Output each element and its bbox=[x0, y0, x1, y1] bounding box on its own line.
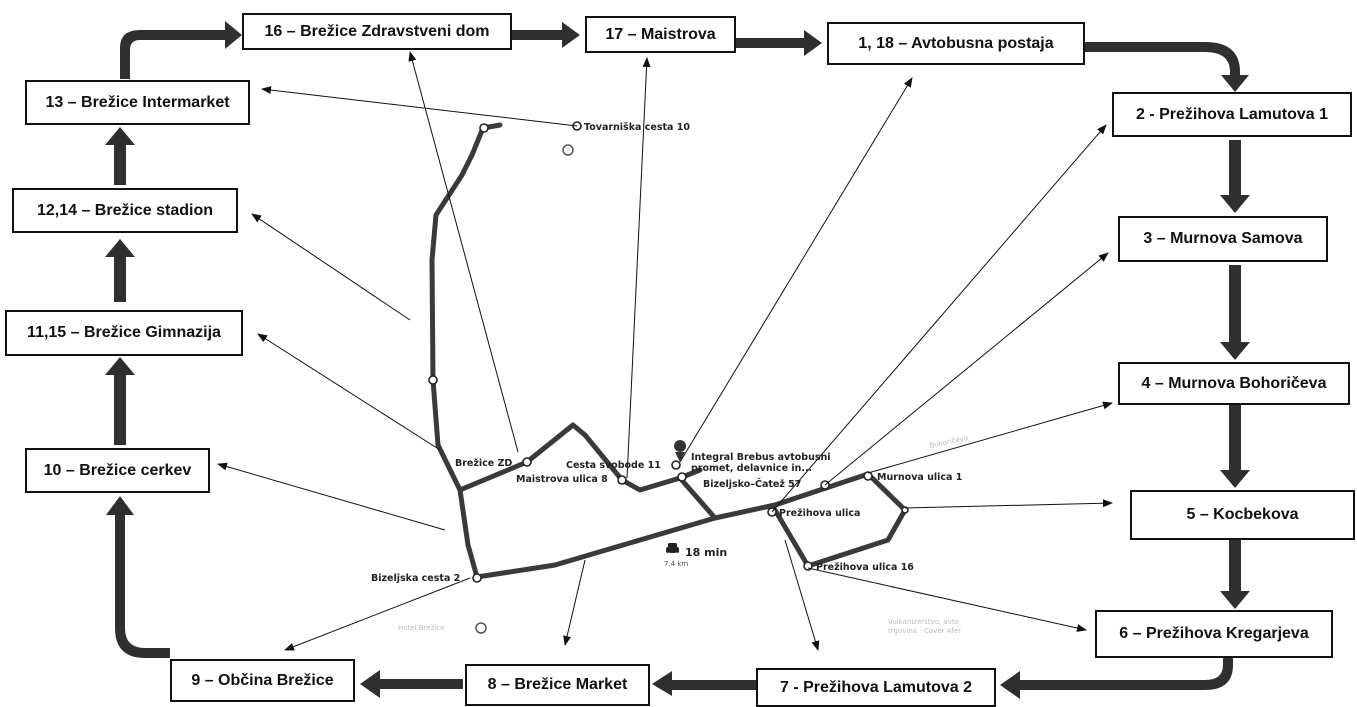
bus-route-line bbox=[429, 122, 908, 580]
stop-box-16: 16 – Brežice Zdravstveni dom bbox=[242, 13, 512, 50]
stop-box-5: 5 – Kocbekova bbox=[1130, 490, 1355, 540]
pointer-5 bbox=[904, 499, 1113, 509]
stop-box-2: 2 - Prežihova Lamutova 1 bbox=[1112, 92, 1352, 137]
flow-arrows bbox=[105, 21, 1250, 699]
label-faint-tehnika-1: Vulkanizerstvo, avto bbox=[888, 618, 959, 626]
stop-marker-turn bbox=[901, 506, 909, 514]
label-prezihova-ulica-16: Prežihova ulica 16 bbox=[816, 562, 914, 573]
label-tovarniska: Tovarniška cesta 10 bbox=[584, 122, 690, 133]
flow-arrow-10-11 bbox=[105, 357, 135, 445]
label-faint-tehnika-2: trgovina - Cover Afer bbox=[888, 627, 961, 635]
flow-arrow-2-3 bbox=[1220, 140, 1250, 213]
stop-marker-start bbox=[479, 123, 489, 133]
flow-arrow-17-1 bbox=[736, 30, 822, 56]
pointer-12 bbox=[251, 213, 411, 321]
stop-box-17: 17 – Maistrova bbox=[585, 16, 736, 53]
pointer-8 bbox=[563, 559, 586, 646]
stop-box-13: 13 – Brežice Intermarket bbox=[25, 80, 250, 125]
flow-arrow-11-12 bbox=[105, 239, 135, 302]
stop-box-11-15: 11,15 – Brežice Gimnazija bbox=[5, 310, 243, 356]
flow-arrow-3-4 bbox=[1220, 265, 1250, 360]
label-murnova-ulica: Murnova ulica 1 bbox=[877, 472, 962, 483]
flow-arrow-4-5 bbox=[1220, 405, 1250, 488]
car-icon bbox=[666, 543, 679, 556]
pointer-3 bbox=[824, 252, 1109, 486]
stop-box-6: 6 – Prežihova Kregarjeva bbox=[1095, 610, 1333, 658]
flow-arrow-7-8 bbox=[652, 671, 756, 696]
map-labels: Tovarniška cesta 10 Brežice ZD Cesta svo… bbox=[371, 122, 969, 635]
pointer-7 bbox=[784, 539, 820, 651]
label-prezihova-ulica: Prežihova ulica bbox=[779, 508, 860, 519]
stop-box-3: 3 – Murnova Samova bbox=[1118, 216, 1328, 262]
stop-box-1-18: 1, 18 – Avtobusna postaja bbox=[827, 22, 1085, 65]
pointer-9 bbox=[284, 577, 471, 651]
flow-arrow-16-17 bbox=[512, 22, 580, 48]
map-pin-icon bbox=[674, 440, 687, 462]
stop-marker-cesta-svobode bbox=[671, 460, 681, 470]
label-cesta-svobode: Cesta svobode 11 bbox=[566, 460, 661, 471]
pointer-1 bbox=[679, 77, 913, 463]
stop-box-4: 4 – Murnova Bohoričeva bbox=[1118, 362, 1350, 405]
stop-marker-gimnazija bbox=[428, 375, 438, 385]
stop-marker-bizeljsko bbox=[677, 472, 687, 482]
label-bizeljska-cesta: Bizeljska cesta 2 bbox=[371, 573, 460, 584]
pointer-13 bbox=[261, 86, 578, 127]
flow-arrow-5-6 bbox=[1220, 540, 1250, 609]
flow-arrow-6-7 bbox=[1000, 658, 1233, 699]
flow-arrow-12-13 bbox=[105, 127, 135, 185]
stop-box-7: 7 - Prežihova Lamutova 2 bbox=[756, 668, 996, 707]
pointer-4 bbox=[867, 401, 1113, 474]
stop-marker-murnova bbox=[863, 471, 873, 481]
stop-marker-zd bbox=[522, 457, 532, 467]
stop-marker-maistrova bbox=[617, 475, 627, 485]
stop-box-9: 9 – Občina Brežice bbox=[170, 659, 355, 702]
pointer-10 bbox=[217, 462, 446, 531]
pointer-11 bbox=[257, 333, 441, 451]
label-integral-2: promet, delavnice in... bbox=[691, 463, 812, 474]
label-bizeljsko-catez: Bizeljsko–Čatež 57 bbox=[703, 478, 801, 490]
stop-box-12-14: 12,14 – Brežice stadion bbox=[12, 188, 238, 233]
flow-arrow-13-16 bbox=[120, 21, 242, 79]
pointer-17 bbox=[626, 57, 651, 479]
pointer-16 bbox=[408, 51, 519, 453]
place-marker-icon bbox=[562, 144, 574, 156]
stop-marker-bizeljska bbox=[472, 573, 482, 583]
stop-box-10: 10 – Brežice cerkev bbox=[25, 448, 210, 493]
label-faint-street: Bohoričeva bbox=[929, 434, 969, 450]
label-faint-hotel: Hotel Brežice bbox=[398, 624, 444, 632]
flow-arrow-9-10 bbox=[106, 496, 170, 658]
label-brezice-zd: Brežice ZD bbox=[455, 458, 512, 469]
flow-arrow-8-9 bbox=[360, 670, 463, 698]
pointer-2 bbox=[771, 124, 1107, 513]
pointer-arrows bbox=[217, 51, 1113, 651]
route-stop-markers bbox=[428, 121, 909, 583]
label-route-dist: 7.4 km bbox=[664, 560, 688, 568]
pointer-6 bbox=[807, 567, 1087, 632]
label-maistrova-ulica: Maistrova ulica 8 bbox=[516, 474, 608, 485]
flow-arrow-1-2 bbox=[1085, 42, 1249, 92]
place-marker-icon bbox=[475, 622, 487, 634]
stop-box-8: 8 – Brežice Market bbox=[465, 664, 650, 706]
label-integral-1: Integral Brebus avtobusni bbox=[691, 452, 831, 463]
label-route-time: 18 min bbox=[685, 546, 727, 559]
